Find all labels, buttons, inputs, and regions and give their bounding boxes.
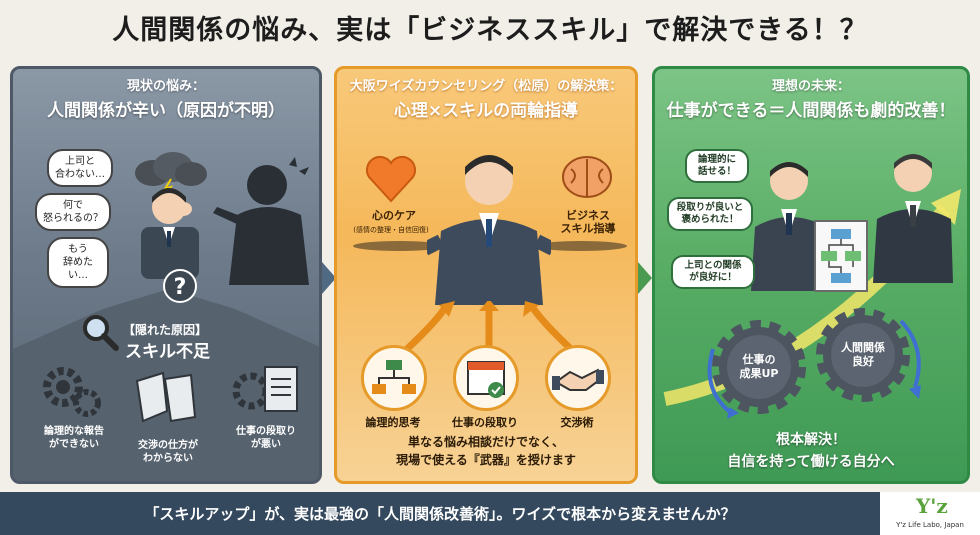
right-footer-line1: 根本解決！ <box>776 432 846 448</box>
speech-bubble-relationship: 上司との関係 が良好に！ <box>671 255 755 289</box>
panel-ideal-future: 理想の未来： 仕事ができる＝人間関係も劇的改善！ <box>652 66 970 484</box>
mid-heading-big: 心理×スキルの両輪指導 <box>393 101 579 121</box>
consultant-illustration <box>427 155 551 305</box>
logo-text: Y'z Life Labo, Japan <box>896 521 964 529</box>
handshake-icon <box>545 345 611 411</box>
arrow-right-2 <box>638 262 652 294</box>
issue-logical-report: 論理的な報告 ができない <box>44 426 104 450</box>
speech-bubble-logical: 論理的に 話せる！ <box>685 149 749 183</box>
brain-icon <box>562 156 612 198</box>
skill-shortage-label: スキル不足 <box>125 342 210 362</box>
angry-boss-silhouette <box>213 157 309 285</box>
calendar-icon <box>453 345 519 411</box>
left-heading-big: 人間関係が辛い（原因が不明） <box>47 101 285 121</box>
flowchart-board-icon <box>814 220 868 292</box>
gears-icon <box>43 367 101 417</box>
panel-current-problem: 現状の悩み： 人間関係が辛い（原因が不明） 上司と 合わない… 何で <box>10 66 322 484</box>
storm-cloud-icon <box>135 152 207 189</box>
mind-care-label: 心のケア <box>372 209 416 222</box>
mid-footer-line2: 現場で使える『武器』を授けます <box>396 453 576 467</box>
logo-mark: Y'z <box>916 494 948 518</box>
skill-negotiation: 交渉術 <box>560 416 594 429</box>
question-mark-icon: ? <box>163 269 197 303</box>
mid-header: 大阪ワイズカウンセリング（松原）の解決策： 心理×スキルの両輪指導 <box>337 69 635 121</box>
gear-work-results <box>712 320 806 414</box>
speech-bubble-boss: 上司と 合わない… <box>47 149 113 187</box>
hidden-cause-label: 【隠れた原因】 <box>123 323 208 337</box>
torn-paper-icon <box>135 371 197 423</box>
arrow-right-1 <box>322 262 336 294</box>
footer-text: 「スキルアップ」が、実は最強の「人間関係改善術」。ワイズで根本から変えませんか？ <box>144 505 736 523</box>
speech-bubble-why: 何で 怒られるの？ <box>35 193 111 231</box>
right-heading-small: 理想の未来： <box>771 79 850 94</box>
cycle-arrows <box>707 319 921 419</box>
issue-work-planning: 仕事の段取り が悪い <box>236 426 296 450</box>
speech-bubble-quit: もう 辞めたい… <box>47 237 109 288</box>
confident-employee-illustration <box>751 162 831 291</box>
heart-icon <box>366 156 416 203</box>
business-skill-label: ビジネス スキル指導 <box>560 209 616 235</box>
tray-left <box>353 241 445 251</box>
mind-care-sub-label: (感情の整理・自信回復) <box>353 226 429 234</box>
logo: Y'z Y'z Life Labo, Japan <box>880 492 980 535</box>
mid-footer: 単なる悩み相談だけでなく、 現場で使える『武器』を授けます <box>337 433 635 469</box>
speech-bubble-praised: 段取りが良いと 褒められた！ <box>667 197 753 231</box>
tray-right <box>535 241 627 251</box>
up-arrows <box>404 301 574 351</box>
issue-negotiation: 交渉の仕方が わからない <box>138 440 198 464</box>
skill-work-planning: 仕事の段取り <box>452 416 518 429</box>
skill-logical-thinking: 論理的思考 <box>365 416 421 429</box>
right-footer-line2: 自信を持って働ける自分へ <box>727 454 895 470</box>
mid-heading-small: 大阪ワイズカウンセリング（松原）の解決策： <box>349 79 623 94</box>
right-heading-big: 仕事ができる＝人間関係も劇的改善！ <box>666 101 956 121</box>
magnifier-icon <box>83 315 119 351</box>
mid-footer-line1: 単なる悩み相談だけでなく、 <box>407 435 564 449</box>
smiling-boss-illustration <box>873 154 953 283</box>
left-header: 現状の悩み： 人間関係が辛い（原因が不明） <box>13 69 319 121</box>
panel-solution: 大阪ワイズカウンセリング（松原）の解決策： 心理×スキルの両輪指導 心のケア (… <box>334 66 638 484</box>
gear-work-results-label: 仕事の 成果UP <box>739 353 779 380</box>
gear-relationship-label: 人間関係 良好 <box>841 341 885 368</box>
footer-banner: 「スキルアップ」が、実は最強の「人間関係改善術」。ワイズで根本から変えませんか？… <box>0 492 980 535</box>
left-heading-small: 現状の悩み： <box>126 79 205 94</box>
gear-document-icon <box>232 366 298 412</box>
worried-person-illustration <box>141 188 199 279</box>
gear-relationship <box>816 308 910 402</box>
flowchart-icon <box>361 345 427 411</box>
right-header: 理想の未来： 仕事ができる＝人間関係も劇的改善！ <box>655 69 967 121</box>
main-title: 人間関係の悩み、実は「ビジネススキル」で解決できる！？ <box>112 15 868 46</box>
